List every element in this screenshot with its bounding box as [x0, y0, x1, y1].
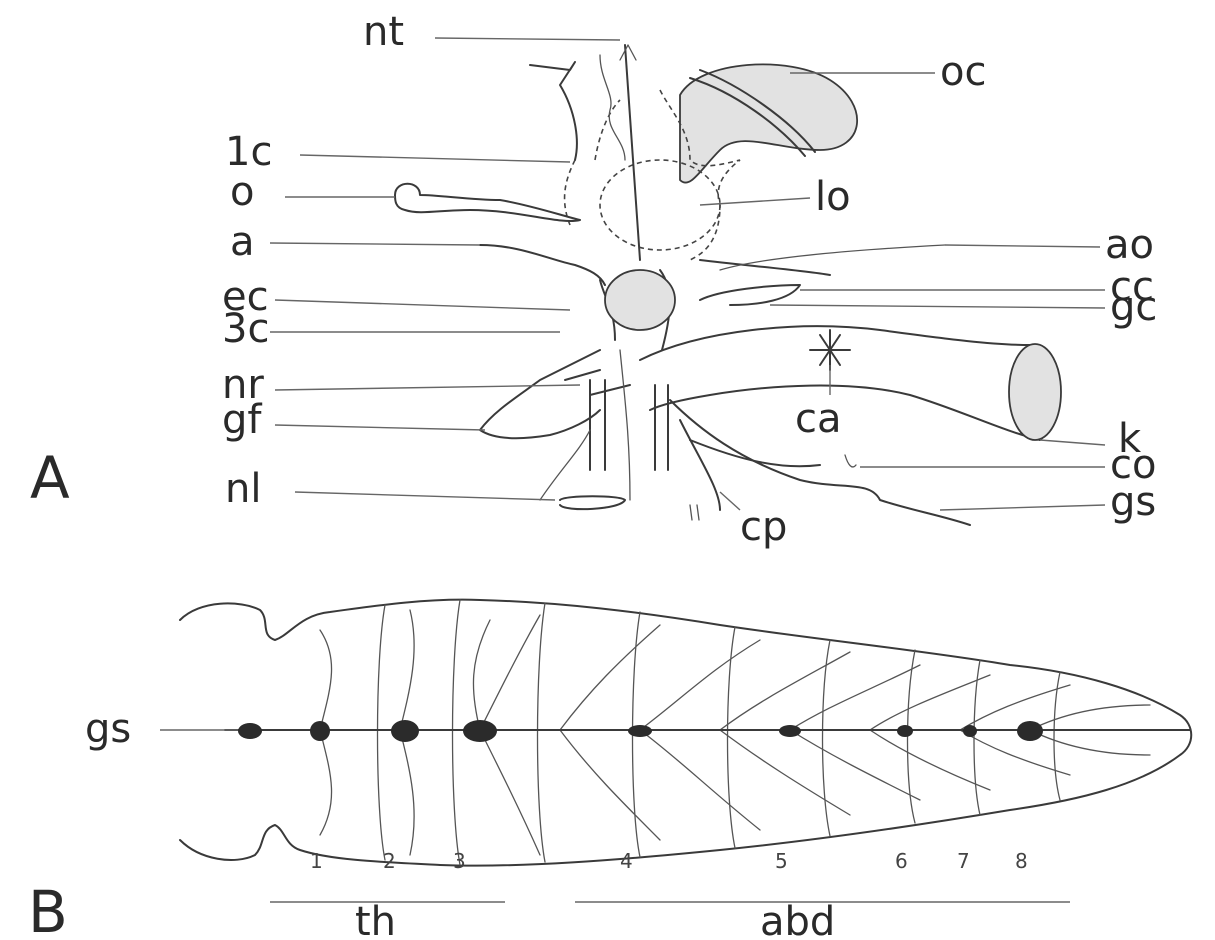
segment-5: 5 [775, 849, 788, 873]
label-gf: gf [222, 397, 262, 443]
panel-a-letter: A [30, 444, 70, 512]
segment-4: 4 [620, 849, 633, 873]
label-gc: gc [1110, 284, 1157, 330]
label-gs-a: gs [1110, 479, 1156, 525]
corpora-allata-shape [810, 330, 850, 370]
ganglion-a5 [779, 725, 801, 737]
segment-8: 8 [1015, 849, 1028, 873]
label-ca: ca [795, 396, 842, 442]
ganglion-a7 [963, 725, 977, 737]
label-oc: oc [940, 49, 986, 95]
segment-6: 6 [895, 849, 908, 873]
label-lo: lo [815, 174, 851, 220]
label-gs-b: gs [85, 706, 131, 752]
ganglion-a8 [1017, 721, 1043, 741]
ganglion-a4 [628, 725, 652, 737]
segment-3: 3 [453, 849, 466, 873]
label-o: o [230, 169, 254, 215]
ganglion-brain [238, 723, 262, 739]
ganglion-a6 [897, 725, 913, 737]
label-3c: 3c [222, 306, 269, 352]
ganglion-t1 [310, 721, 330, 741]
ganglion-t2 [391, 720, 419, 742]
ganglion-t3 [463, 720, 497, 742]
panel-a-drawing [395, 45, 1061, 525]
label-cp: cp [740, 504, 787, 550]
segment-1: 1 [310, 849, 323, 873]
optic-lobe-shape [680, 64, 857, 182]
segment-7: 7 [957, 849, 970, 873]
label-nt: nt [363, 9, 404, 55]
gut-tube [640, 326, 1056, 440]
label-ao: ao [1105, 222, 1154, 268]
label-th: th [355, 899, 396, 940]
ocellus-shape [395, 184, 580, 221]
label-nl: nl [225, 466, 261, 512]
label-abd: abd [760, 899, 835, 940]
panel-b-letter: B [28, 878, 68, 940]
segment-2: 2 [383, 849, 396, 873]
label-a: a [230, 219, 255, 265]
